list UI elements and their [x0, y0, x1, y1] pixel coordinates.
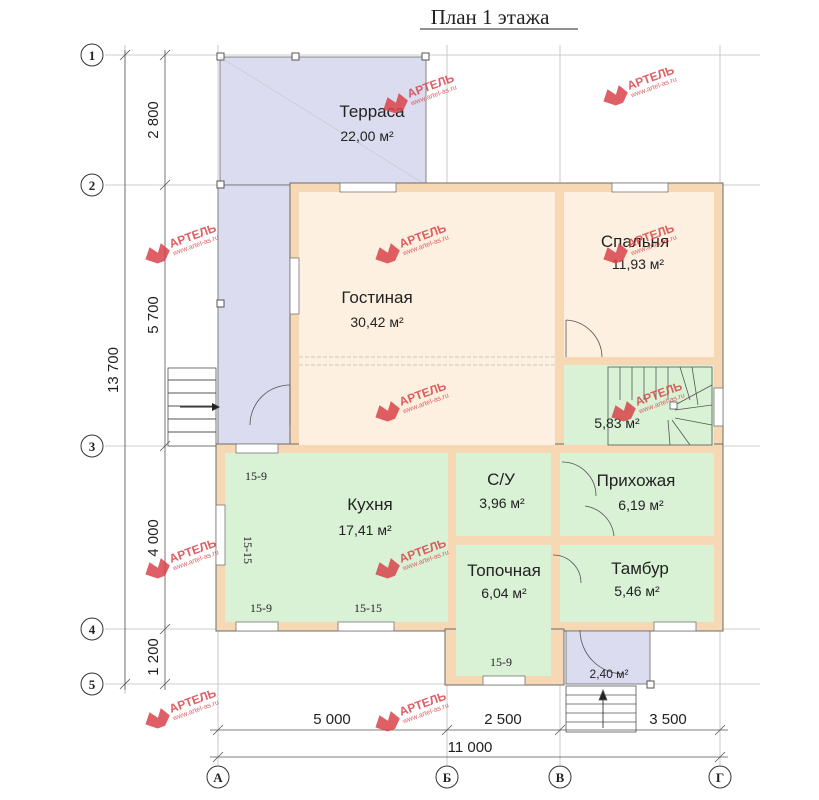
- watermark-logo: АРТЕЛЬ www.artel-as.ru: [383, 71, 458, 114]
- terrace-area: 22,00 м²: [340, 128, 394, 144]
- windows: [215, 182, 724, 686]
- kitchen: [225, 453, 448, 622]
- living-room: [299, 192, 555, 445]
- kitchen-name: Кухня: [347, 495, 393, 514]
- window-note-kitchen-left: 15-15: [241, 536, 255, 564]
- vestibule-area: 5,46 м²: [614, 583, 660, 599]
- row-axis-markers: 1 2 3 4 5: [80, 43, 104, 696]
- row-axis-1: 1: [89, 48, 96, 63]
- dim-bottom-1: 5 000: [313, 711, 351, 728]
- watermark-logo: АРТЕЛЬ www.artel-as.ru: [145, 686, 220, 729]
- dim-bottom-3: 3 500: [649, 711, 687, 728]
- watermark-logo: АРТЕЛЬ www.artel-as.ru: [145, 536, 220, 579]
- vestibule: [560, 545, 714, 622]
- porch-post: [646, 680, 655, 689]
- porch-steps: [565, 685, 637, 733]
- wc: [456, 453, 551, 536]
- wc-area: 3,96 м²: [479, 495, 525, 511]
- col-axis-b: Б: [443, 770, 452, 785]
- porch-area: 2,40 м²: [590, 667, 629, 681]
- dim-left-2: 5 700: [145, 296, 162, 334]
- bedroom: [564, 192, 714, 357]
- dim-bottom-total: 11 000: [448, 739, 493, 756]
- hallway-name: Прихожая: [597, 471, 676, 490]
- row-axis-3: 3: [89, 439, 96, 454]
- dim-bottom-2: 2 500: [484, 711, 522, 728]
- bottom-dimensions: 5 000 2 500 3 500 11 000: [210, 711, 728, 763]
- watermark-logo: АРТЕЛЬ www.artel-as.ru: [375, 689, 450, 732]
- window-note-kitchen-bottom-right: 15-15: [354, 601, 382, 615]
- column-axis-markers: А Б В Г: [206, 765, 732, 789]
- dim-left-1: 2 800: [145, 101, 162, 139]
- porch: [565, 630, 651, 685]
- doors: [249, 319, 625, 675]
- bedroom-area: 11,93 м²: [612, 256, 665, 272]
- col-axis-a: А: [213, 770, 223, 785]
- living-area: 30,42 м²: [350, 314, 404, 330]
- row-axis-2: 2: [89, 178, 96, 193]
- living-name: Гостиная: [341, 288, 412, 307]
- watermark-logo: АРТЕЛЬ www.artel-as.ru: [145, 221, 220, 264]
- stair-hall: [564, 365, 714, 445]
- staircase: [607, 366, 713, 446]
- window-note-kitchen-top: 15-9: [245, 469, 267, 483]
- hallway: [560, 453, 714, 536]
- dim-left-total: 13 700: [105, 347, 122, 393]
- kitchen-area: 17,41 м²: [338, 522, 392, 538]
- boiler-room: [456, 545, 551, 676]
- terrace-steps: [167, 367, 220, 447]
- boiler-area: 6,04 м²: [481, 585, 527, 601]
- window-note-boiler-bottom: 15-9: [490, 655, 512, 669]
- vestibule-name: Тамбур: [611, 559, 669, 578]
- hallway-area: 6,19 м²: [618, 497, 664, 513]
- plan-title: План 1 этажа: [431, 5, 550, 29]
- window-note-kitchen-bottom-left: 15-9: [250, 601, 272, 615]
- col-axis-g: Г: [716, 770, 724, 785]
- row-axis-4: 4: [89, 622, 96, 637]
- terrace: [216, 52, 430, 446]
- watermark-logo: АРТЕЛЬ www.artel-as.ru: [603, 63, 678, 106]
- dim-left-4: 1 200: [145, 638, 162, 676]
- boiler-name: Топочная: [467, 561, 541, 580]
- col-axis-v: В: [556, 770, 565, 785]
- left-dimensions: 2 800 5 700 4 000 1 200 13 700: [105, 49, 171, 690]
- wc-name: С/У: [487, 470, 515, 489]
- row-axis-5: 5: [89, 677, 96, 692]
- dim-left-3: 4 000: [145, 519, 162, 557]
